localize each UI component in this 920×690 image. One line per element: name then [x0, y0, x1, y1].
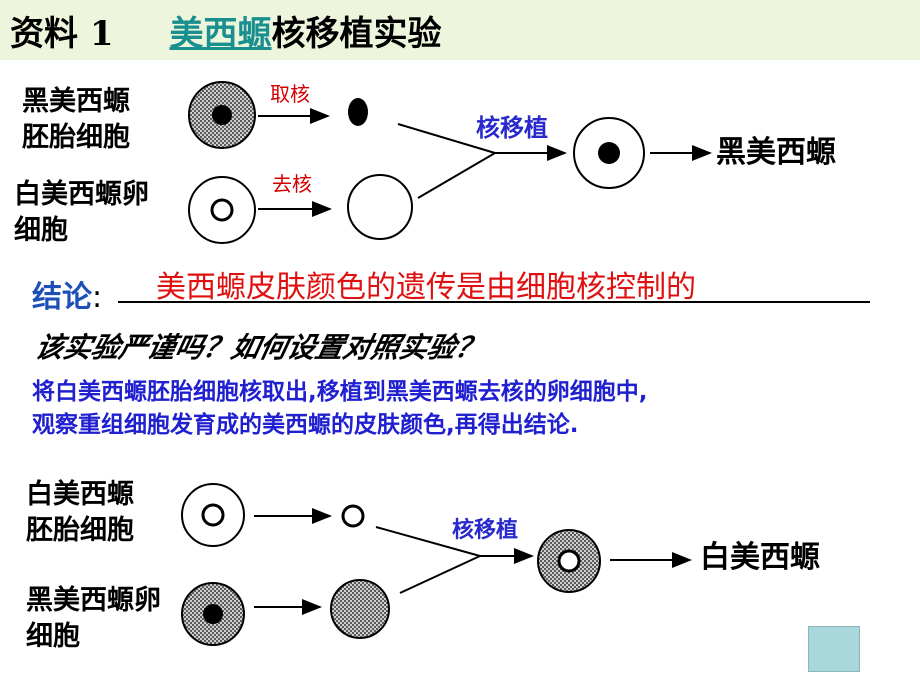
exp1-recipient-label-1: 白美西螈卵	[14, 179, 149, 210]
exp1-reconstructed-cell	[573, 117, 645, 189]
exp2-recipient-label-1: 黑美西螈卵	[26, 585, 161, 616]
exp2-result-label: 白美西螈	[700, 540, 820, 575]
exp1-merge-line-bottom	[417, 152, 496, 199]
answer-line-2: 观察重组细胞发育成的美西螈的皮肤颜色,再得出结论.	[32, 412, 579, 438]
exp1-donor-label-1: 黑美西螈	[22, 86, 130, 117]
title-banner	[0, 0, 920, 60]
title-suffix: 核移植实验	[271, 14, 442, 54]
exp1-donor-cell	[188, 81, 256, 149]
exp1-step-transfer: 核移植	[476, 114, 548, 142]
title-highlight: 美西螈	[169, 14, 272, 54]
exp2-recipient-cell	[181, 582, 245, 646]
exp2-merge-line-bottom	[399, 555, 481, 594]
exp1-step-take-nucleus: 取核	[270, 82, 310, 106]
exp1-result-label: 黑美西螈	[716, 135, 836, 170]
exp2-step-transfer: 核移植	[452, 518, 519, 543]
exp2-recipient-label-2: 细胞	[26, 621, 80, 652]
exp2-merge-line-top	[375, 526, 481, 557]
answer-text: 将白美西螈胚胎细胞核取出,移植到黑美西螈去核的卵细胞中, 观察重组细胞发育成的美…	[32, 376, 912, 442]
exp2-donor-label-1: 白美西螈	[26, 479, 134, 510]
exp1-recipient-label-2: 细胞	[14, 215, 68, 246]
conclusion-blank-line	[118, 301, 870, 303]
exp2-extracted-nucleus	[341, 504, 365, 528]
exp1-enucleated-cell	[347, 174, 413, 240]
question-text: 该实验严谨吗？如何设置对照实验？	[32, 331, 488, 364]
exp1-extracted-nucleus	[348, 98, 368, 126]
exp2-donor-cell	[181, 483, 245, 547]
exp2-enucleated-cell	[330, 579, 390, 639]
exp1-recipient-cell	[188, 176, 256, 244]
exp1-merge-line-top	[397, 123, 496, 154]
exp1-donor-label-2: 胚胎细胞	[22, 122, 130, 153]
exp2-donor-label-2: 胚胎细胞	[26, 515, 134, 546]
exp2-reconstructed-cell	[537, 529, 601, 593]
slide-title: 资料 1 美西螈核移植实验	[10, 6, 442, 55]
exp1-step-remove-nucleus: 去核	[272, 172, 312, 196]
conclusion-text: 美西螈皮肤颜色的遗传是由细胞核控制的	[156, 270, 696, 305]
slide-nav-box[interactable]	[808, 626, 860, 672]
answer-line-1: 将白美西螈胚胎细胞核取出,移植到黑美西螈去核的卵细胞中,	[32, 379, 648, 405]
title-prefix: 资料 1	[10, 14, 114, 54]
conclusion-label: 结论:	[32, 280, 103, 315]
